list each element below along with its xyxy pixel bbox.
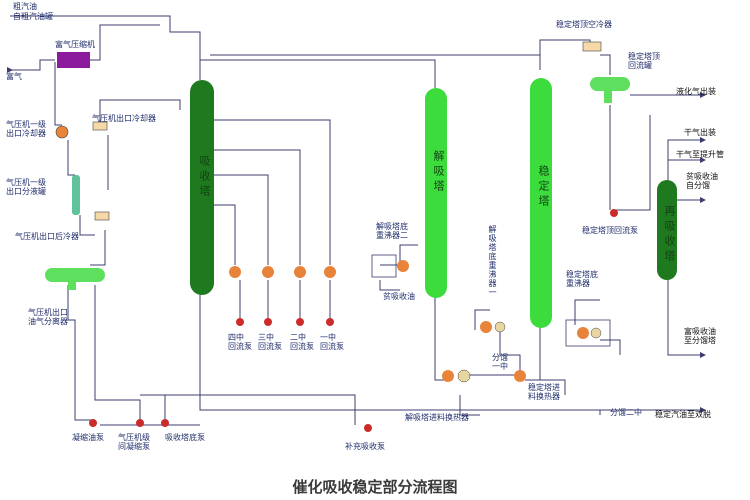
comp-stage1-separator-label: 气压机一级 出口分液罐 (6, 178, 46, 196)
pump-icon (364, 424, 372, 432)
cooler-icon (55, 125, 69, 139)
reabsorber-label: 再吸收塔 (663, 205, 676, 265)
fractionator-2-label: 分馏二中 (610, 408, 642, 417)
absorber-column (190, 80, 214, 295)
reabsorber-column (657, 180, 677, 280)
rich-absorber-oil-label: 富吸收油 至分馏塔 (684, 327, 716, 345)
pump-return-1-label: 一中 回流泵 (320, 333, 344, 351)
exchanger-icon (229, 266, 241, 278)
separator-drum (72, 175, 80, 215)
pump-return-4-label: 四中 回流泵 (228, 333, 252, 351)
stab-reboiler-label: 稳定塔底 重沸器 (566, 270, 598, 288)
diagram-title: 催化吸收稳定部分流程图 (292, 478, 458, 496)
stab-air-cooler-label: 稳定塔顶空冷器 (556, 20, 612, 29)
aftercooler-icon (94, 211, 110, 221)
oil-gas-separator-label: 气压机出口 油气分离器 (28, 308, 68, 326)
fractionator-1-label: 分馏 一中 (492, 353, 508, 371)
exchanger-icon (262, 266, 274, 278)
reboiler-icon (480, 321, 492, 333)
stable-gasoline-label: 稳定汽油至双脱 (655, 410, 711, 419)
reboiler-box (371, 254, 397, 278)
dry-gas-out-label: 干气出装 (684, 128, 716, 137)
exchanger-icon (590, 327, 602, 339)
makeup-absorber-pump-label: 补充吸收泵 (345, 442, 385, 451)
desorber-feed-exchanger-label: 解吸塔进料换热器 (405, 413, 469, 422)
comp-stage-return-pump-label: 气压机级 间凝缩泵 (118, 433, 150, 451)
oil-gas-separator-drum (45, 268, 105, 282)
pump-icon (326, 318, 334, 326)
exchanger-icon (324, 266, 336, 278)
reboiler-icon (577, 327, 589, 339)
desorber-reboiler-1-label: 解吸塔底重沸器一 (488, 225, 497, 297)
pump-icon (296, 318, 304, 326)
exchanger-icon (294, 266, 306, 278)
compressor-icon (57, 52, 90, 68)
from-gas-oil-tank-label: 自粗汽油罐 (13, 12, 53, 21)
comp-outlet-cooler-label: 气压机出口冷却器 (92, 114, 156, 123)
exchanger-icon (514, 370, 526, 382)
pump-return-3-label: 三中 回流泵 (258, 333, 282, 351)
reflux-drum (590, 77, 630, 91)
pump-icon (89, 419, 97, 427)
stabilizer-column (530, 78, 552, 328)
piping (10, 15, 700, 426)
stabilizer-label: 稳定塔 (537, 165, 550, 210)
stab-reflux-pump-label: 稳定塔顶回流泵 (582, 226, 638, 235)
comp-stage1-cooler-label: 气压机一级 出口冷却器 (6, 120, 46, 138)
flow-arrows (7, 67, 706, 413)
stab-air-cooler-icon (582, 41, 602, 52)
pump-icon (264, 318, 272, 326)
reboiler-icon (397, 260, 409, 272)
lean-absorber-oil-label: 贫吸收油 自分馏 (686, 172, 718, 190)
crude-gasoline-label: 粗汽油 (13, 2, 37, 11)
rich-gas-compressor-label: 富气压缩机 (55, 40, 95, 49)
pump-icon (610, 209, 618, 217)
exchanger-icon (457, 369, 471, 383)
pump-icon (236, 318, 244, 326)
pumps (89, 209, 618, 432)
air-cooler-icon (92, 121, 108, 131)
vapor-to-absorber-label: 贫吸收油 (383, 292, 415, 301)
desorber-label: 解吸塔 (432, 150, 445, 195)
pump-icon (161, 419, 169, 427)
absorber-bottom-pump-label: 吸收塔底泵 (165, 433, 205, 442)
dry-gas-to-riser-label: 干气至提升管 (676, 150, 724, 159)
pump-return-2-label: 二中 回流泵 (290, 333, 314, 351)
condensate-pump-label: 凝缩油泵 (72, 433, 104, 442)
comp-outlet-aftercooler-label: 气压机出口后冷器 (15, 232, 79, 241)
stab-reflux-drum-label: 稳定塔顶 回流罐 (628, 52, 660, 70)
rich-gas-label: 富气 (6, 72, 22, 81)
exchanger-icon (494, 321, 506, 333)
absorber-label: 吸收塔 (198, 155, 211, 200)
reboiler-box (565, 319, 611, 347)
stab-feed-exchanger-label: 稳定塔进 料换热器 (528, 383, 560, 401)
desorber-reboiler-2-label: 解吸塔底 重沸器二 (376, 222, 408, 240)
desorber-column (425, 88, 447, 298)
exchanger-icon (442, 370, 454, 382)
pump-icon (136, 419, 144, 427)
lpg-out-label: 液化气出装 (676, 87, 716, 96)
